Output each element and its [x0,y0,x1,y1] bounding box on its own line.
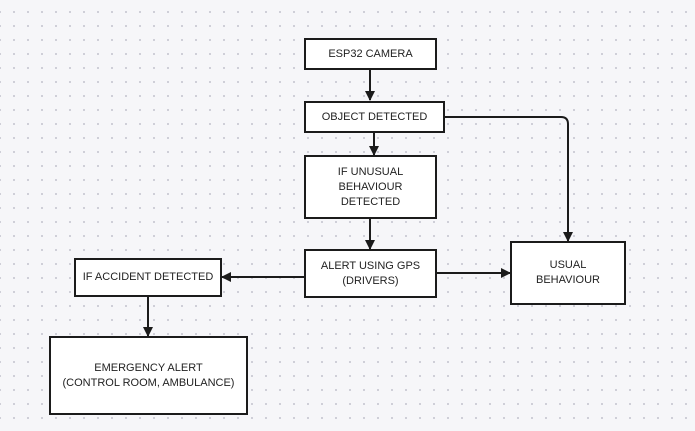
node-esp32-camera: ESP32 CAMERA [304,38,437,70]
node-emergency-alert: EMERGENCY ALERT (CONTROL ROOM, AMBULANCE… [49,336,248,415]
node-if-accident-detected: IF ACCIDENT DETECTED [74,258,222,297]
node-object-detected: OBJECT DETECTED [304,101,445,133]
node-if-unusual-behaviour: IF UNUSUAL BEHAVIOUR DETECTED [304,155,437,219]
node-alert-using-gps: ALERT USING GPS (DRIVERS) [304,249,437,298]
node-usual-behaviour: USUAL BEHAVIOUR [510,241,626,305]
arrow-object-to-usual [437,116,573,242]
